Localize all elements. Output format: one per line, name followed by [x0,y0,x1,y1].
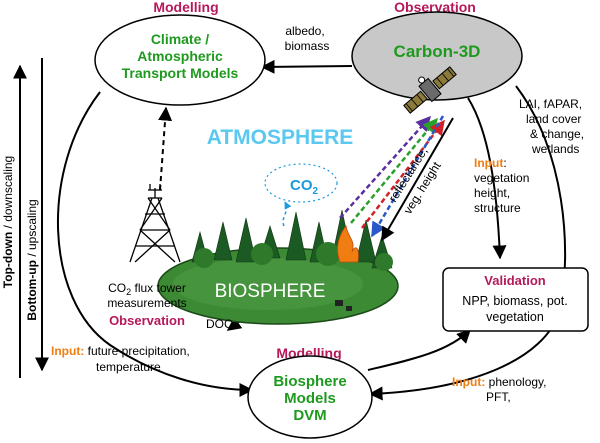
validation-line1: NPP, biomass, pot. [462,294,567,308]
modelling-top-header: Modelling [153,0,218,15]
co2-cloud: CO2 [264,163,338,227]
top-down-label: Top-down / downscaling [1,156,15,288]
tower-to-climate-arrow [158,106,173,191]
co2-label: CO2 [290,177,319,197]
lai-line1: LAI, fAPAR, [519,97,582,111]
carbon-3d-node: Carbon-3D [351,11,523,101]
pheno-input-line1: Input: phenology, [452,375,547,389]
remote-sensing-arrows [339,115,454,242]
veg-input-line3: height, [474,186,510,200]
climate-models-node: Climate / Atmospheric Transport Models [94,14,266,106]
lai-line2: land cover [526,112,581,126]
observation-top-header: Observation [394,0,476,15]
atmosphere-label: ATMOSPHERE [207,126,354,149]
biosphere-models-line3: DVM [293,407,326,424]
flux-tower-icon [129,184,181,263]
forest-island-icon: BIOSPHERE [157,209,399,325]
albedo-label: albedo, [285,24,324,38]
climate-line2: Atmospheric [137,48,223,64]
biosphere-models-line1: Biosphere [273,373,346,390]
satellite-icon [403,66,457,114]
doc-label: DOC [206,317,233,331]
veg-input-line2: vegetation [474,171,529,185]
scale-axis: Top-down / downscaling Bottom-up / upsca… [1,58,49,378]
albedo-arrow [260,59,353,74]
veg-input-line1: Input: [474,156,507,170]
climate-line1: Climate / [151,31,209,47]
tower-observation: Observation [109,313,185,328]
climate-to-biosphere-arrow [57,91,254,397]
veg-input-line4: structure [474,201,521,215]
validation-line2: vegetation [486,310,544,324]
lai-line4: wetlands [531,142,579,156]
lai-line3: & change, [530,127,584,141]
precip-input-line2: temperature [96,360,161,374]
biosphere-label: BIOSPHERE [215,281,326,302]
biosphere-models-line2: Models [284,390,336,407]
pheno-input-line2: PFT, [486,390,511,404]
biomass-label: biomass [285,39,330,53]
biosphere-models-node: Biosphere Models DVM [247,355,373,439]
tower-line1: CO2 flux tower [108,281,186,297]
tower-line2: measurements [107,296,186,310]
climate-line3: Transport Models [122,65,239,81]
carbon-to-validation-arrow [467,97,507,260]
carbon-3d-label: Carbon-3D [394,42,481,61]
bottom-up-label: Bottom-up / upscaling [25,199,39,320]
biosphere-to-validation-arrow [367,329,471,371]
validation-node: Validation NPP, biomass, pot. vegetation [442,267,589,332]
validation-title: Validation [484,273,545,288]
precip-input-line1: Input: future precipitation, [51,344,190,358]
